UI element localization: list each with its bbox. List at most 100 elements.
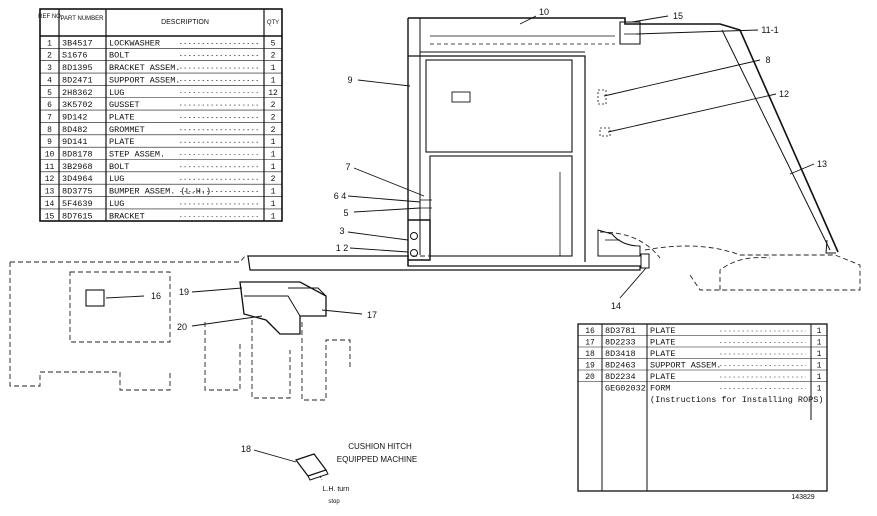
row-ref: 13 [45, 188, 55, 197]
header-qty: QTY [267, 20, 279, 26]
callouts: 10 15 11-1 8 9 12 13 7 6 4 5 3 1 2 14 16… [151, 7, 827, 454]
inset-note-1: L.H. turn [323, 486, 350, 493]
row-qty: 2 [271, 175, 276, 184]
row-ref: 19 [585, 362, 595, 371]
row-ref: 4 [47, 76, 52, 85]
row-description: GROMMET [109, 125, 145, 135]
callout-12: 12 [779, 89, 789, 99]
row-ref: 6 [47, 101, 52, 110]
row-qty: 12 [268, 89, 278, 98]
row-ref: 15 [45, 212, 55, 221]
row-part-number: 3K5702 [62, 100, 93, 110]
row-qty: 2 [271, 126, 276, 135]
row-qty: 2 [271, 101, 276, 110]
row-ref: 16 [585, 327, 595, 336]
row-ref: 2 [47, 52, 52, 61]
callout-16: 16 [151, 291, 161, 301]
row-qty: 1 [817, 339, 822, 348]
row-qty: 1 [271, 212, 276, 221]
row-qty: 2 [271, 113, 276, 122]
row-ref: 3 [47, 64, 52, 73]
row-ref: 12 [45, 175, 55, 184]
inset-caption-2: EQUIPPED MACHINE [337, 455, 417, 464]
row-part-number: 8D482 [62, 125, 88, 135]
callout-8: 8 [765, 55, 770, 65]
machine-outline [9, 231, 861, 401]
row-description: LUG [109, 174, 124, 184]
row-part-number: 9D141 [62, 137, 88, 147]
row-part-number: 8D7615 [62, 211, 93, 221]
row-qty: 1 [817, 350, 822, 359]
row-qty: 1 [271, 151, 276, 160]
row-description: PLATE [650, 372, 676, 382]
row-part-number: 3B4517 [62, 38, 93, 48]
row-description: LUG [109, 199, 124, 209]
hitch-support-assembly [85, 281, 327, 335]
row-description: PLATE [650, 338, 676, 348]
callout-7: 7 [345, 162, 350, 172]
callout-1-2: 1 2 [336, 243, 349, 253]
callout-9: 9 [347, 75, 352, 85]
row-part-number: 8D2463 [605, 361, 636, 371]
row-description: LOCKWASHER [109, 38, 160, 48]
row-part-number: 8D3775 [62, 187, 93, 197]
plate-16 [85, 289, 105, 307]
row-qty: 5 [271, 39, 276, 48]
row-ref: 11 [45, 163, 55, 172]
callout-18: 18 [241, 444, 251, 454]
row-ref: 20 [585, 373, 595, 382]
callout-11-1: 11-1 [761, 25, 778, 35]
row-ref: 14 [45, 200, 55, 209]
row-description: BRACKET [109, 211, 145, 221]
leader-lines [105, 15, 815, 463]
row-description: FORM [650, 384, 670, 394]
row-part-number: 8D2471 [62, 75, 93, 85]
row-ref: 1 [47, 39, 52, 48]
row-ref: 18 [585, 350, 595, 359]
callout-13: 13 [817, 159, 827, 169]
row-qty: 1 [817, 373, 822, 382]
row-description: PLATE [650, 326, 676, 336]
row-ref: 8 [47, 126, 52, 135]
row-description: BOLT [109, 162, 129, 172]
row-description: BOLT [109, 51, 129, 61]
row-part-number: 8D3781 [605, 326, 636, 336]
callout-17: 17 [367, 310, 377, 320]
row-part-number: 5F4639 [62, 199, 93, 209]
callout-20: 20 [177, 322, 187, 332]
row-part-number: 8D2234 [605, 372, 636, 382]
row-description: STEP ASSEM. [109, 150, 165, 160]
callout-5: 5 [343, 208, 348, 218]
callout-6-4: 6 4 [334, 191, 347, 201]
row-description: (Instructions for Installing ROPS) [650, 395, 823, 405]
row-description: PLATE [650, 349, 676, 359]
row-ref: 17 [585, 339, 595, 348]
row-description: PLATE [109, 137, 135, 147]
inset-note-2: stop [328, 499, 340, 505]
header-part-number: PART NUMBER [60, 16, 104, 22]
row-qty: 1 [817, 327, 822, 336]
row-ref: 9 [47, 138, 52, 147]
row-description: PLATE [109, 112, 135, 122]
row-part-number: GEG02032 [605, 384, 646, 394]
row-description: SUPPORT ASSEM. [109, 75, 180, 85]
row-part-number: 3B2968 [62, 162, 93, 172]
row-qty: 1 [271, 76, 276, 85]
row-part-number: 3D4964 [62, 174, 93, 184]
row-part-number: 8D3418 [605, 349, 636, 359]
row-description: SUPPORT ASSEM. [650, 361, 721, 371]
row-qty: 1 [271, 64, 276, 73]
row-description: GUSSET [109, 100, 140, 110]
row-part-number: 9D142 [62, 112, 88, 122]
row-qty: 1 [817, 362, 822, 371]
row-ref: 5 [47, 89, 52, 98]
row-qty: 1 [271, 163, 276, 172]
row-part-number: 8D1395 [62, 63, 93, 73]
row-ref: 7 [47, 113, 52, 122]
row-qty: 1 [271, 138, 276, 147]
callout-10: 10 [539, 7, 549, 17]
rops-cab [247, 17, 839, 271]
